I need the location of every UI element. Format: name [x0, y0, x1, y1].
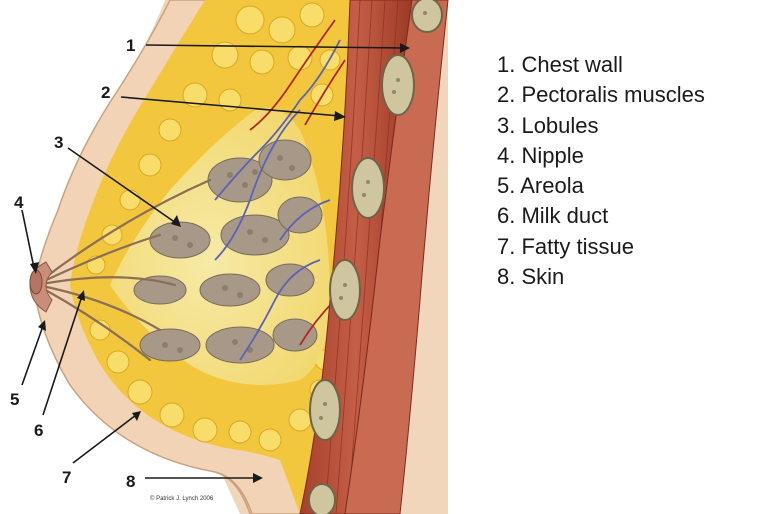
- callout-number-5: 5: [10, 390, 19, 409]
- chest-wall-band: [344, 0, 449, 514]
- legend-item-lobules: 3. Lobules: [497, 112, 599, 138]
- callout-number-7: 7: [62, 468, 71, 487]
- callout-number-2: 2: [101, 83, 110, 102]
- callout-number-1: 1: [126, 36, 135, 55]
- arrowhead-5: [38, 320, 46, 331]
- legend-item-chest-wall: 1. Chest wall: [497, 52, 623, 77]
- legend-item-pectoralis-muscles: 2. Pectoralis muscles: [497, 82, 705, 108]
- callout-number-6: 6: [34, 421, 43, 440]
- legend-item-areola: 5. Areola: [497, 173, 584, 199]
- callout-number-8: 8: [126, 472, 135, 491]
- callout-line-2: [120, 96, 341, 117]
- legend-list: 1. Chest wall 2. Pectoralis muscles 3. L…: [497, 50, 705, 292]
- callout-number-3: 3: [54, 133, 63, 152]
- legend-item-milk-duct: 6. Milk duct: [497, 203, 609, 229]
- callout-arrowheads: [30, 43, 410, 483]
- lobule-clusters: [133, 139, 323, 364]
- arrowhead-7: [132, 411, 141, 421]
- ribs: [308, 0, 443, 514]
- callout-line-6: [42, 295, 83, 416]
- milk-ducts: [40, 178, 212, 362]
- callout-number-4: 4: [14, 193, 24, 212]
- callout-line-4: [21, 209, 35, 269]
- rib-marrow-dots: [319, 11, 427, 420]
- callout-line-3: [67, 147, 177, 224]
- arrowhead-4: [30, 262, 39, 274]
- arrowhead-8: [253, 473, 263, 483]
- arrowhead-3: [171, 215, 181, 227]
- legend-item-fatty-tissue: 7. Fatty tissue: [497, 233, 634, 259]
- veins: [214, 39, 341, 361]
- arrowhead-6: [77, 290, 85, 301]
- copyright-credit: © Patrick J. Lynch 2006: [150, 495, 214, 502]
- lobule-texture: [162, 155, 295, 353]
- callout-line-5: [21, 325, 44, 386]
- legend-item-nipple: 4. Nipple: [497, 142, 584, 168]
- legend-item-skin: 8. Skin: [497, 264, 565, 290]
- callout-lines: [21, 44, 405, 479]
- arrowhead-1: [400, 43, 410, 53]
- callout-line-7: [72, 414, 137, 464]
- arrowhead-2: [334, 111, 346, 121]
- inframammary-fold: [214, 471, 253, 514]
- callout-line-1: [145, 44, 405, 49]
